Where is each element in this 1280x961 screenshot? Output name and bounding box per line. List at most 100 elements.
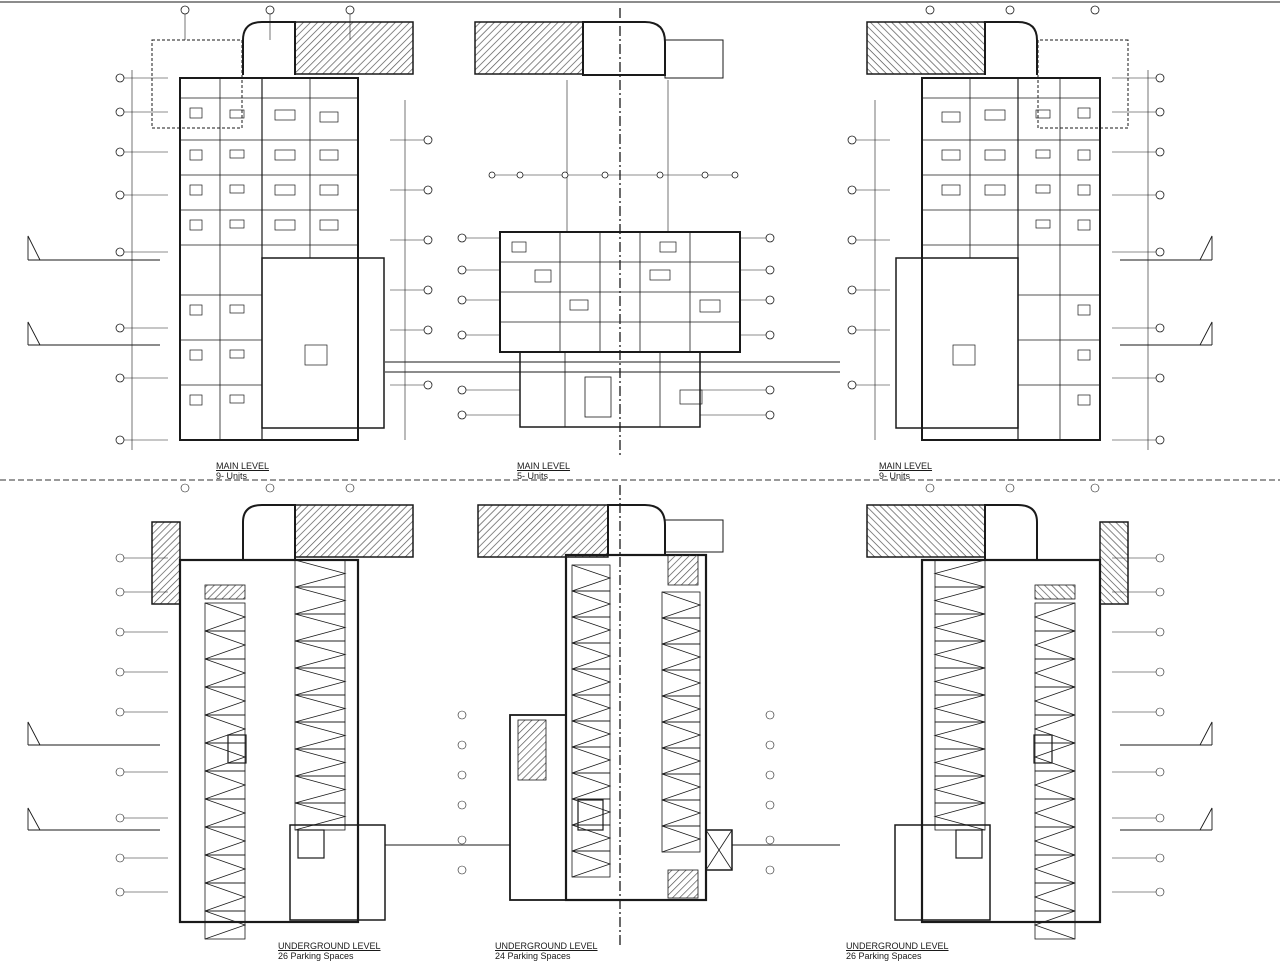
building-body-right <box>921 77 1101 441</box>
underground-right-plan <box>866 504 1129 940</box>
parking-stall <box>204 826 246 856</box>
lower-wing-ug-center <box>509 714 567 901</box>
grid-lines-left <box>120 10 425 450</box>
stall-marking <box>1033 854 1076 884</box>
unit-rows-left <box>180 78 358 440</box>
level-label: MAIN LEVEL <box>879 461 933 471</box>
stall-marking <box>571 642 612 670</box>
grid-bubbles-left <box>115 5 433 445</box>
parking-stall <box>204 714 246 744</box>
parking-stall <box>1034 658 1076 688</box>
stall-marking <box>204 826 247 856</box>
parking-stalls-ug-center <box>571 564 702 878</box>
parking-stall <box>204 602 246 632</box>
stair-core-2-ug-left <box>297 829 325 859</box>
ramp-hatched-ug-center <box>477 504 609 558</box>
storage-hatch-ug-left <box>204 584 246 600</box>
parking-stall <box>204 630 246 660</box>
plan-title-ug-left: UNDERGROUND LEVEL 26 Parking Spaces <box>278 941 381 961</box>
ramp-hatched-center-top <box>474 21 584 75</box>
lower-wing-center <box>519 351 701 428</box>
parking-stall <box>934 613 986 642</box>
stall-marking <box>571 772 612 800</box>
unit-walls-center <box>500 232 740 427</box>
stall-marking <box>204 882 247 912</box>
stall-marking <box>933 559 986 588</box>
main-level-right-plan <box>847 5 1165 450</box>
parking-stall <box>294 694 346 723</box>
fixtures-left <box>189 107 339 406</box>
capacity-label: 9- Units <box>879 471 911 481</box>
roof-outline-left <box>151 39 243 129</box>
parking-stall <box>204 798 246 828</box>
parking-stall <box>1034 770 1076 800</box>
parking-stall <box>204 742 246 772</box>
parking-stall <box>934 586 986 615</box>
parking-stall <box>1034 742 1076 772</box>
capacity-label: 26 Parking Spaces <box>278 951 354 961</box>
grid-bubbles-center <box>457 171 775 420</box>
stall-marking <box>933 802 986 831</box>
plan-title-main-left: MAIN LEVEL 9- Units <box>216 461 269 481</box>
ramp-hatched-ug-left <box>294 504 414 558</box>
parking-stall <box>204 882 246 912</box>
level-label: MAIN LEVEL <box>517 461 571 471</box>
stall-marking <box>571 564 612 592</box>
hatched-bay2-ug-center <box>667 869 699 899</box>
capacity-label: 5- Units <box>517 471 549 481</box>
stall-marking <box>661 695 702 723</box>
annex-left <box>261 257 385 429</box>
curved-wall-left <box>242 21 296 75</box>
stall-marking <box>204 714 247 744</box>
parking-stall <box>934 721 986 750</box>
parking-stall <box>934 667 986 696</box>
stall-marking <box>204 910 247 940</box>
parking-stall <box>934 802 986 831</box>
stall-marking <box>294 559 347 588</box>
stall-marking <box>204 686 247 716</box>
stall-marking <box>1033 882 1076 912</box>
parking-stall <box>1034 882 1076 912</box>
ramp-box-ug-center <box>705 829 733 871</box>
parking-stall <box>571 590 611 618</box>
stall-marking <box>571 720 612 748</box>
parking-stall <box>661 721 701 749</box>
stall-marking <box>294 802 347 831</box>
parking-stall <box>661 799 701 827</box>
parking-stall <box>661 591 701 619</box>
stall-marking <box>571 746 612 774</box>
plan-title-main-right: MAIN LEVEL 9- Units <box>879 461 932 481</box>
ramp-hatched-right <box>866 21 986 75</box>
parking-stall <box>294 775 346 804</box>
parking-stall <box>294 802 346 831</box>
roof-outline-right <box>1037 39 1129 129</box>
stall-marking <box>294 613 347 642</box>
grid-bubbles-right <box>847 5 1165 445</box>
fixtures-right <box>941 107 1091 406</box>
capacity-label: 24 Parking Spaces <box>495 951 571 961</box>
parking-stall <box>1034 686 1076 716</box>
stall-marking <box>571 694 612 722</box>
parking-stall <box>571 772 611 800</box>
parking-stall <box>571 850 611 878</box>
stall-marking <box>204 602 247 632</box>
underground-left-plan <box>151 504 414 940</box>
stair-core-ug-left <box>227 734 247 764</box>
level-label: MAIN LEVEL <box>216 461 270 471</box>
stall-marking <box>1033 630 1076 660</box>
annex-right <box>895 257 1019 429</box>
stall-marking <box>571 668 612 696</box>
stall-marking <box>933 775 986 804</box>
stall-marking <box>571 616 612 644</box>
parking-stall <box>934 559 986 588</box>
main-level-center-plan <box>385 8 840 455</box>
stall-marking <box>1033 658 1076 688</box>
parking-stall <box>204 686 246 716</box>
parking-stall <box>1034 910 1076 940</box>
parking-stall <box>934 640 986 669</box>
level-label: UNDERGROUND LEVEL <box>495 941 598 951</box>
parking-stall <box>204 854 246 884</box>
mech-room-ug-center <box>517 719 547 781</box>
parking-stall <box>204 770 246 800</box>
section-lines-bottom <box>27 721 1213 846</box>
